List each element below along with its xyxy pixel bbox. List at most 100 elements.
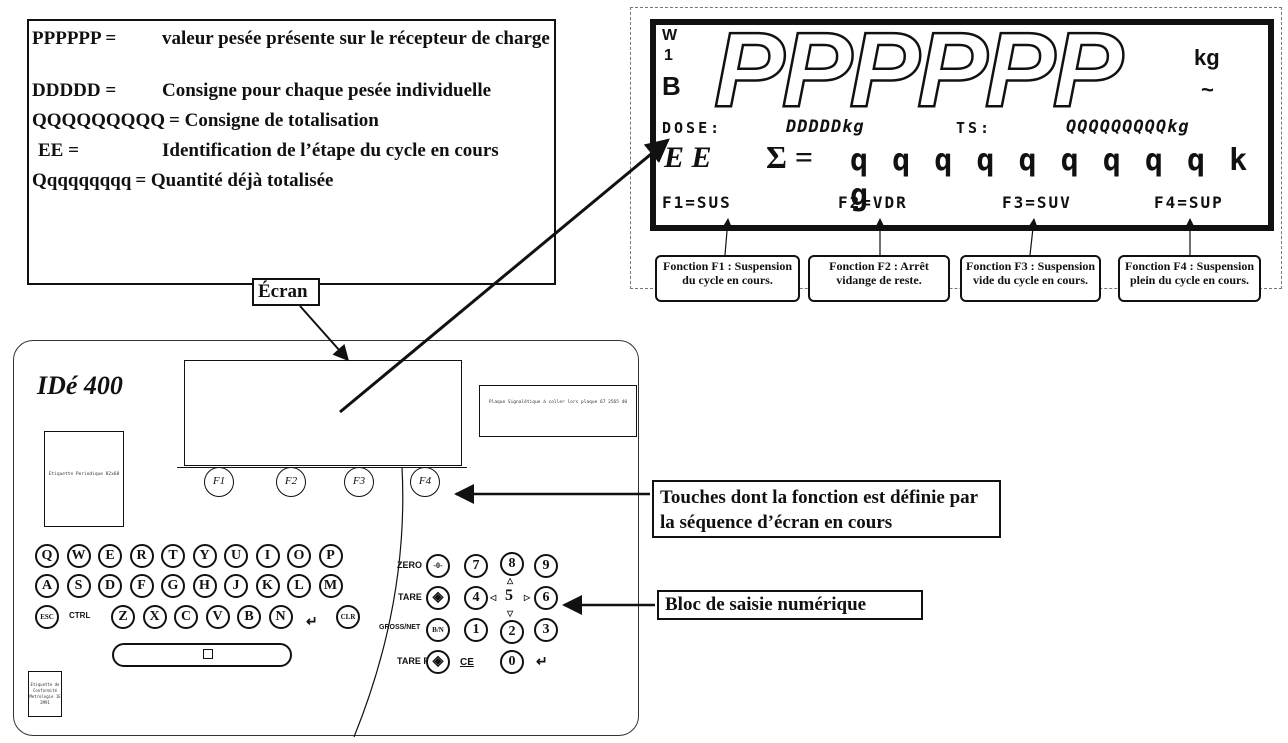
f4-assignment: F4=SUP — [1154, 193, 1224, 212]
function-keys-callout: Touches dont la fonction est définie par… — [652, 480, 1001, 538]
key-a[interactable]: A — [35, 574, 59, 598]
digit-2-key[interactable]: 2 — [500, 620, 524, 644]
digit-3-key[interactable]: 3 — [534, 618, 558, 642]
key-v[interactable]: V — [205, 605, 230, 629]
legend-value: valeur pesée présente sur le récepteur d… — [162, 28, 550, 49]
conformity-label: Etiquette de Conformité Metrologie 1E 2M… — [28, 671, 62, 717]
key-f[interactable]: F — [129, 574, 154, 598]
ecran-callout: Écran — [252, 278, 320, 306]
key-h[interactable]: H — [192, 574, 217, 598]
w-indicator: W — [662, 27, 678, 44]
dose-label: DOSE: — [662, 119, 723, 137]
legend-value: Consigne pour chaque pesée individuelle — [162, 80, 492, 101]
enter-key-numeric[interactable]: ↵ — [536, 653, 548, 669]
function-f3-description: Fonction F3 : Suspension vide du cycle e… — [960, 255, 1101, 302]
key-y[interactable]: Y — [192, 544, 217, 568]
zero-key[interactable]: -0- — [426, 554, 450, 578]
ctrl-key[interactable]: CTRL — [69, 611, 91, 620]
digit-8-key[interactable]: 8 — [500, 552, 524, 576]
key-w[interactable]: W — [66, 544, 91, 568]
key-x[interactable]: X — [142, 605, 167, 629]
key-c[interactable]: C — [174, 605, 198, 629]
periodic-label: Etiquette Periodique 82x68 — [44, 431, 124, 527]
function-f1-description: Fonction F1 : Suspension du cycle en cou… — [655, 255, 800, 302]
legend-key: PPPPPP = — [32, 28, 117, 49]
key-q[interactable]: Q — [35, 544, 59, 568]
zero-label: ZERO — [397, 560, 423, 570]
grossnet-key[interactable]: B/N — [426, 618, 450, 642]
arrow-right-icon: ▷ — [524, 593, 531, 602]
step-id: E E — [664, 141, 712, 174]
legend-key: Qqqqqqqqq — [32, 170, 132, 191]
ts-label: TS: — [956, 119, 993, 137]
digit-4-key[interactable]: 4 — [464, 586, 488, 610]
tare-key[interactable]: ◈ — [426, 586, 450, 610]
arrow-up-icon: △ — [507, 576, 514, 585]
esc-key[interactable]: ESC — [35, 605, 59, 629]
key-p[interactable]: P — [318, 544, 343, 568]
legend-row-qq: Qqqqqqqqq = Quantité déjà totalisée — [32, 169, 333, 193]
stability-mark: ~ — [1201, 77, 1214, 102]
digit-5-key[interactable]: 5 — [505, 587, 513, 604]
key-g[interactable]: G — [161, 574, 185, 598]
display-arrow — [339, 138, 670, 414]
brand-logo: IDé 400 — [37, 371, 123, 400]
enter-key-alpha[interactable]: ↵ — [306, 613, 318, 629]
function-f2-description: Fonction F2 : Arrêt vidange de reste. — [808, 255, 950, 302]
ce-key[interactable]: CE — [460, 657, 474, 668]
terminal-display — [184, 360, 462, 466]
space-bar[interactable] — [112, 643, 292, 667]
key-s[interactable]: S — [66, 574, 91, 598]
legend-key: QQQQQQQQQ — [32, 110, 166, 131]
key-i[interactable]: I — [255, 544, 280, 568]
space-marker-icon — [203, 649, 213, 659]
grossnet-label: GROSS/NET — [379, 624, 421, 631]
key-j[interactable]: J — [224, 574, 248, 598]
ts-value: QQQQQQQQQkg — [1066, 117, 1190, 137]
clr-key[interactable]: CLR — [336, 605, 360, 629]
legend-key: EE = — [38, 140, 79, 161]
digit-1-key[interactable]: 1 — [464, 618, 488, 642]
dose-value: DDDDDkg — [786, 117, 865, 137]
key-e[interactable]: E — [98, 544, 122, 568]
f1-assignment: F1=SUS — [662, 193, 732, 212]
preset-tare-key[interactable]: ◈ — [426, 650, 450, 674]
key-z[interactable]: Z — [111, 605, 135, 629]
f1-pointer — [722, 218, 733, 256]
legend-row-e: EE = Identification de l’étape du cycle … — [32, 139, 499, 163]
key-n[interactable]: N — [268, 605, 293, 629]
f2-key[interactable]: F2 — [276, 467, 306, 497]
digit-7-key[interactable]: 7 — [464, 554, 488, 578]
f3-pointer — [1028, 218, 1038, 256]
f1-key[interactable]: F1 — [204, 467, 234, 497]
digit-9-key[interactable]: 9 — [534, 554, 558, 578]
terminal-faceplate: IDé 400 Plaque Signalétique à coller lor… — [13, 340, 639, 737]
unit-label: kg — [1194, 45, 1220, 70]
f3-key[interactable]: F3 — [344, 467, 374, 497]
key-k[interactable]: K — [255, 574, 280, 598]
display-ledge — [177, 463, 467, 468]
key-d[interactable]: D — [98, 574, 122, 598]
key-o[interactable]: O — [287, 544, 311, 568]
total-value: q q q q q q q q q k g — [850, 143, 1251, 213]
sigma-sign: Σ = — [766, 139, 814, 175]
numeric-block-callout: Bloc de saisie numérique — [657, 590, 923, 620]
key-l[interactable]: L — [287, 574, 311, 598]
key-m[interactable]: M — [318, 574, 343, 598]
display-screen: W 1 B PPPPPP kg ~ DOSE: DDDDDkg TS: QQQQ… — [650, 11, 1274, 231]
brut-indicator: B — [662, 71, 681, 101]
key-u[interactable]: U — [224, 544, 248, 568]
f4-key[interactable]: F4 — [410, 467, 440, 497]
identification-plate: Plaque Signalétique à coller lors plaque… — [479, 385, 637, 437]
digit-6-key[interactable]: 6 — [534, 586, 558, 610]
key-t[interactable]: T — [161, 544, 185, 568]
digit-0-key[interactable]: 0 — [500, 650, 524, 674]
key-b[interactable]: B — [237, 605, 261, 629]
tare-label: TARE — [398, 592, 422, 602]
f3-assignment: F3=SUV — [1002, 193, 1072, 212]
key-r[interactable]: R — [129, 544, 154, 568]
weight-value: PPPPPP — [713, 11, 1125, 129]
legend-box: PPPPPP = valeur pesée présente sur le ré… — [27, 19, 556, 285]
range-indicator: 1 — [664, 47, 673, 64]
